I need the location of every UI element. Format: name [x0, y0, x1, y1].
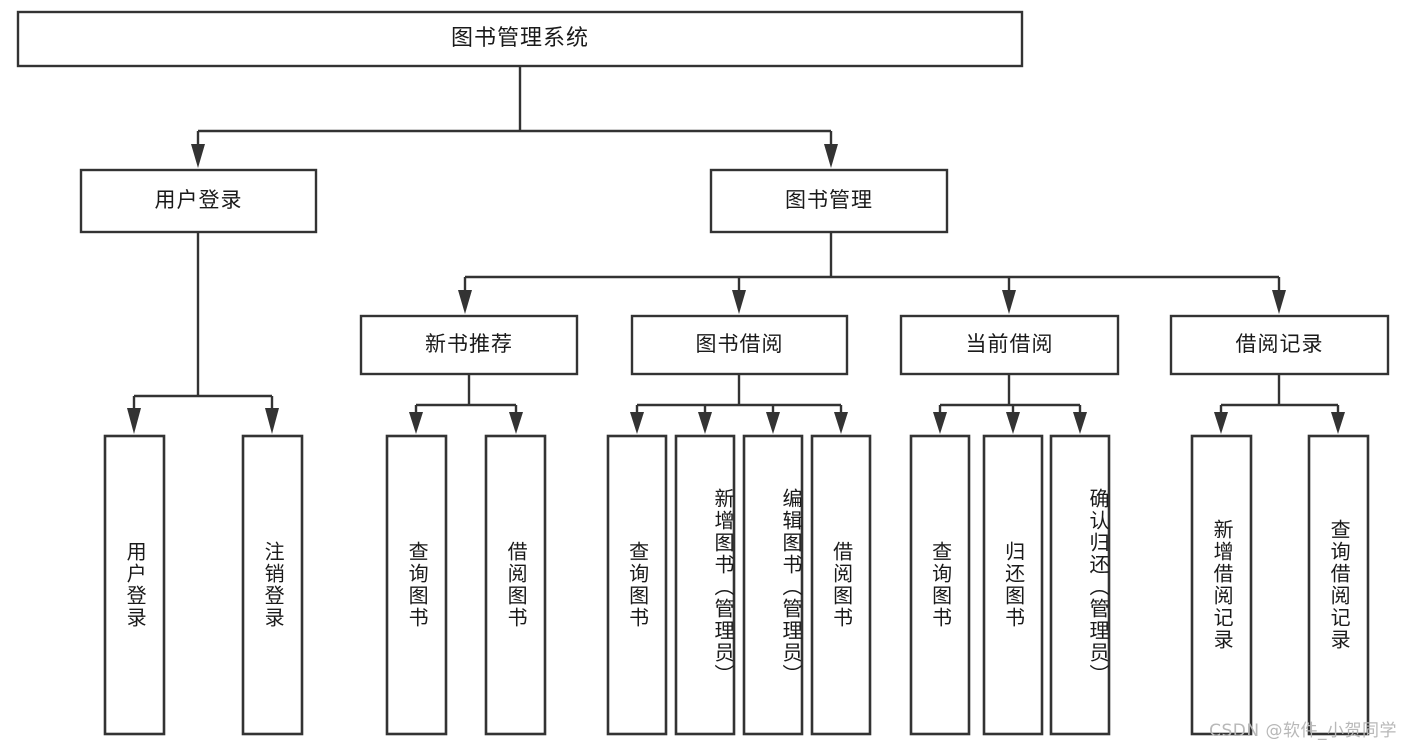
leaf-box-current-borrow-1[interactable]	[982, 434, 1044, 736]
node-box-root[interactable]	[16, 10, 1024, 68]
arrow-ul-to-leaf1	[265, 408, 279, 434]
leaf-box-current-borrow-2[interactable]	[1049, 434, 1111, 736]
arrow-bm-to-new-book	[458, 290, 472, 314]
leaf-box-user-login-1[interactable]	[241, 434, 304, 736]
arrow-bb-to-leaf1	[698, 412, 712, 434]
node-box-user-login[interactable]	[79, 168, 318, 234]
arrow-br-to-leaf0	[1214, 412, 1228, 434]
arrow-ul-to-leaf0	[127, 408, 141, 434]
leaf-box-current-borrow-0[interactable]	[909, 434, 971, 736]
leaf-box-new-book-1[interactable]	[484, 434, 547, 736]
arrow-bb-to-leaf3	[834, 412, 848, 434]
leaf-box-book-borrow-1[interactable]	[674, 434, 736, 736]
node-box-book-management[interactable]	[709, 168, 949, 234]
arrow-root-to-user-login	[191, 144, 205, 168]
arrow-cb-to-leaf2	[1073, 412, 1087, 434]
node-box-current-borrow[interactable]	[899, 314, 1120, 376]
arrow-cb-to-leaf0	[933, 412, 947, 434]
leaf-box-new-book-0[interactable]	[385, 434, 448, 736]
arrow-bb-to-leaf2	[766, 412, 780, 434]
arrow-nb-to-leaf0	[409, 412, 423, 434]
arrow-bb-to-leaf0	[630, 412, 644, 434]
arrow-bm-to-current-borrow	[1002, 290, 1016, 314]
arrow-bm-to-borrow-record	[1272, 290, 1286, 314]
csdn-watermark: CSDN @软件_小贺同学	[1209, 721, 1397, 741]
leaf-box-book-borrow-2[interactable]	[742, 434, 804, 736]
node-box-book-borrow[interactable]	[630, 314, 849, 376]
arrow-root-to-book-management	[824, 144, 838, 168]
leaf-box-book-borrow-0[interactable]	[606, 434, 668, 736]
leaf-box-user-login-0[interactable]	[103, 434, 166, 736]
node-box-new-book-recommend[interactable]	[359, 314, 579, 376]
arrow-nb-to-leaf1	[509, 412, 523, 434]
leaf-box-borrow-record-0[interactable]	[1190, 434, 1253, 736]
leaf-box-book-borrow-3[interactable]	[810, 434, 872, 736]
node-box-borrow-record[interactable]	[1169, 314, 1390, 376]
leaf-box-borrow-record-1[interactable]	[1307, 434, 1370, 736]
arrow-br-to-leaf1	[1331, 412, 1345, 434]
arrow-cb-to-leaf1	[1006, 412, 1020, 434]
arrow-bm-to-book-borrow	[732, 290, 746, 314]
